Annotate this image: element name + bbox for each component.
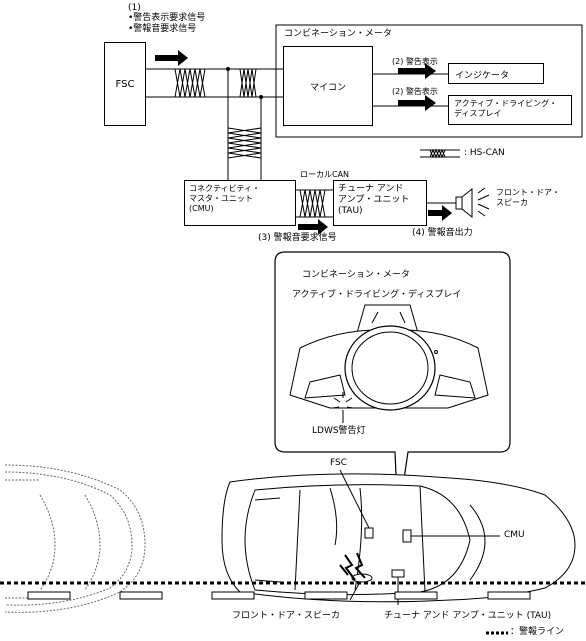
twist-fsc	[174, 68, 206, 98]
cmu-marker	[402, 529, 412, 543]
tau-line2: アンプ・ユニット	[338, 195, 410, 205]
indicator-box: インジケータ	[448, 63, 544, 84]
twist-vertical	[227, 127, 262, 159]
car-body	[221, 473, 576, 603]
arrow-signal3	[298, 219, 328, 235]
signal3-label: (3) 警報音要求信号	[258, 233, 337, 243]
tau-box: チューナ アンド アンプ・ユニット (TAU)	[333, 180, 427, 226]
ads-box: アクティブ・ドライビング・ ディスプレイ	[448, 95, 572, 125]
combination-meter-box	[275, 24, 583, 138]
cmu-line1: コネクティビティ・	[189, 184, 261, 193]
car-cmu-label: CMU	[504, 530, 525, 540]
cmu-box: コネクティビティ・ マスタ・ユニット (CMU)	[184, 180, 296, 226]
signal4-label: (4) 警報音出力	[412, 228, 473, 238]
arrow-indicator	[398, 63, 436, 79]
combination-meter-title: コンビネーション・メータ	[284, 29, 392, 39]
car-fsc-label: FSC	[330, 458, 348, 468]
speaker-icon	[455, 196, 463, 210]
fsc-box: FSC	[104, 42, 146, 126]
signal1-line1: •警告表示要求信号	[128, 13, 206, 23]
ads-line1: アクティブ・ドライビング・	[454, 99, 558, 108]
tau-marker	[391, 569, 405, 578]
speaker-line1: フロント・ドア・	[496, 188, 560, 197]
cmu-line3: (CMU)	[189, 204, 214, 213]
signal1-number: (1)	[128, 3, 141, 13]
tau-line1: チューナ アンド	[338, 184, 404, 194]
warning-display-label-2: (2) 警告表示	[392, 87, 438, 96]
alarm-line-legend: ：警報ライン	[510, 627, 565, 637]
speaker-line2: スピーカ	[496, 198, 528, 207]
ldws-warning-lamp-label: LDWS警告灯	[312, 426, 366, 436]
cmu-line2: マスタ・ユニット	[189, 194, 253, 203]
fsc-pointer	[339, 469, 371, 531]
hs-can-legend: : HS-CAN	[464, 148, 505, 158]
speaker-label: フロント・ドア・ スピーカ	[496, 188, 560, 208]
micom-box: マイコン	[283, 46, 373, 126]
tau-line3: (TAU)	[338, 206, 363, 216]
car-tau-label: チューナ アンド アンプ・ユニット (TAU)	[384, 611, 552, 621]
car-speaker-label: フロント・ドア・スピーカ	[232, 611, 341, 621]
arrow-ads	[398, 95, 436, 111]
callout-meter-title: コンビネーション・メータ	[302, 270, 410, 280]
ads-line2: ディスプレイ	[454, 109, 502, 118]
callout-ads-label: アクティブ・ドライビング・ディスプレイ	[292, 290, 462, 300]
local-can-label: ローカルCAN	[300, 170, 350, 179]
signal1-line2: •警報音要求信号	[128, 24, 197, 34]
lane-markers	[27, 591, 531, 600]
fsc-arrow	[155, 50, 188, 66]
warning-display-label-1: (2) 警告表示	[392, 57, 438, 66]
twist-micom	[239, 68, 257, 98]
arrow-signal4	[428, 205, 452, 221]
ghost-car	[4, 464, 146, 613]
